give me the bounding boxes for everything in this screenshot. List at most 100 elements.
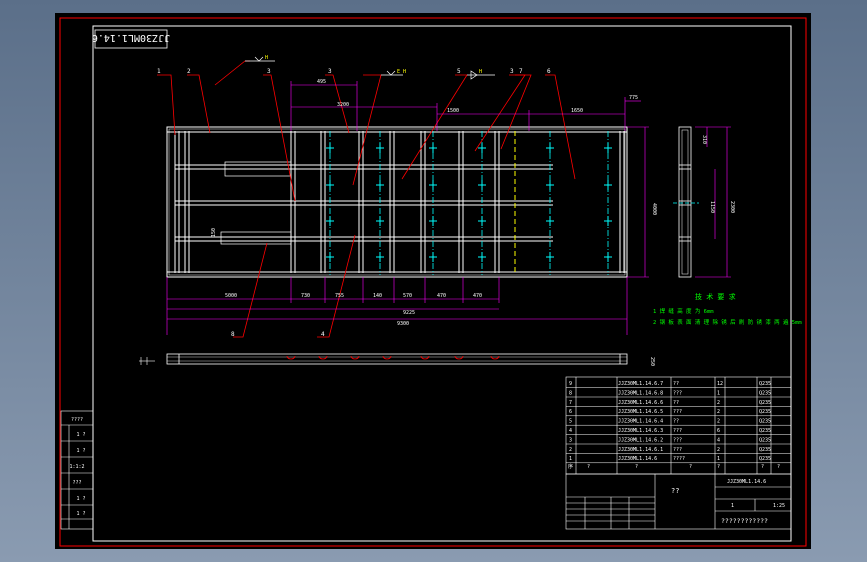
leader-label-4: 4 xyxy=(321,331,325,338)
bom-cell-no: 1 xyxy=(569,456,572,462)
centerlines xyxy=(329,131,609,275)
hole-cross-4-0 xyxy=(546,143,554,153)
hole-cross-3-1 xyxy=(478,180,486,190)
bom-header-code: ? xyxy=(587,464,590,470)
dim-overall-1: 9225 xyxy=(403,310,415,316)
dim-left-small: 150 xyxy=(211,228,217,237)
hole-cross-4-2 xyxy=(546,216,554,226)
hole-cross-3-0 xyxy=(478,143,486,153)
hole-cross-4-1 xyxy=(546,180,554,190)
hole-cross-1-1 xyxy=(376,180,384,190)
dim-bottom-3: 140 xyxy=(373,293,382,299)
bom-header-mat: ? xyxy=(717,464,720,470)
hole-cross-2-3 xyxy=(429,252,437,262)
side-view xyxy=(678,126,692,278)
hole-cross-0-1 xyxy=(326,180,334,190)
cad-drawing: JJZ30ML1.14.6 ???? 1 ? 1 ? 1:1:2 ??? 1 ?… xyxy=(59,17,807,547)
bom-cell-no: 4 xyxy=(569,428,572,434)
title-block-texts: ?? JJZ30ML1.14.6 1:25 1 ???????????? xyxy=(671,479,785,525)
left-strip-4: ??? xyxy=(72,480,81,486)
dim-bottom-1: 730 xyxy=(301,293,310,299)
section-left-marker xyxy=(139,357,155,365)
tech-title: 技 术 要 求 xyxy=(695,292,736,301)
leader-label-3a: 3 xyxy=(267,68,271,75)
bom-cell-mat: Q235 xyxy=(759,437,771,443)
leader-labels: 1 2 3 3 3 4 5 6 7 8 xyxy=(157,68,551,338)
hole-crosses xyxy=(326,143,612,262)
cad-viewport[interactable]: JJZ30ML1.14.6 ???? 1 ? 1 ? 1:1:2 ??? 1 ?… xyxy=(55,13,811,549)
bom-cell-mat: Q235 xyxy=(759,390,771,396)
bom-cell-code: JJZ30ML1.14.6 xyxy=(618,456,657,462)
bom-cell-mat: Q235 xyxy=(759,400,771,406)
bom-cell-name: ???? xyxy=(673,456,685,462)
dim-overall-2: 9300 xyxy=(397,321,409,327)
bom-cell-name: ??? xyxy=(673,437,682,443)
hole-cross-2-2 xyxy=(429,216,437,226)
hole-cross-0-0 xyxy=(326,143,334,153)
dim-bottom-2: 755 xyxy=(335,293,344,299)
title-part-name: ?? xyxy=(671,487,679,495)
bom-cell-qty: 1 xyxy=(717,390,720,396)
bom-cell-code: JJZ30ML1.14.6.8 xyxy=(618,390,663,396)
bom-header-name: ? xyxy=(635,464,638,470)
bom-cell-mat: Q235 xyxy=(759,419,771,425)
bom-cell-no: 9 xyxy=(569,381,572,387)
drawing-code-box: JJZ30ML1.14.6 xyxy=(92,29,170,49)
dim-bottom-4: 570 xyxy=(403,293,412,299)
bom-header-note: ? xyxy=(777,464,780,470)
hole-cross-2-1 xyxy=(429,180,437,190)
bom-cell-qty: 2 xyxy=(717,447,720,453)
title-company: ???????????? xyxy=(721,517,768,525)
bom-cell-no: 8 xyxy=(569,390,572,396)
dim-section-height: 250 xyxy=(649,357,655,366)
left-strip-2: 1 ? xyxy=(76,448,85,454)
bom-cell-code: JJZ30ML1.14.6.2 xyxy=(618,437,663,443)
bom-cell-qty: 2 xyxy=(717,400,720,406)
tech-requirements: 技 术 要 求 1 焊 缝 高 度 为 6mm 2 钢 板 表 面 清 理 除 … xyxy=(653,292,802,326)
bom-cell-code: JJZ30ML1.14.6.3 xyxy=(618,428,663,434)
bom-cell-qty: 6 xyxy=(717,428,720,434)
bom-cell-name: ??? xyxy=(673,409,682,415)
left-strip-labels: ???? 1 ? 1 ? 1:1:2 ??? 1 ? 1 ? xyxy=(69,417,85,517)
bom-cell-mat: Q235 xyxy=(759,456,771,462)
bom-header-row: 序 ? ? ? ? ? ? xyxy=(568,463,780,470)
bom-header-no: 序 xyxy=(568,463,573,470)
left-strip-5: 1 ? xyxy=(76,496,85,502)
dimension-texts: 495 3200 1500 1650 775 5000 730 755 140 … xyxy=(211,79,735,366)
drawing-code: JJZ30ML1.14.6 xyxy=(92,32,170,43)
leader-lines xyxy=(157,60,576,338)
bom-cell-code: JJZ30ML1.14.6.6 xyxy=(618,400,663,406)
leader-label-3b: 3 xyxy=(328,68,332,75)
dim-side-view-2: 2300 xyxy=(729,201,735,213)
bom-cell-mat: Q235 xyxy=(759,447,771,453)
leader-label-2: 2 xyxy=(187,68,191,75)
title-sheet: 1 xyxy=(731,503,734,509)
bom-cell-no: 5 xyxy=(569,419,572,425)
bom-cell-qty: 12 xyxy=(717,381,723,387)
tech-line-1: 1 焊 缝 高 度 为 6mm xyxy=(653,307,714,315)
bom-cell-qty: 1 xyxy=(717,456,720,462)
hole-cross-2-0 xyxy=(429,143,437,153)
weld-symbols xyxy=(245,56,495,80)
leader-label-1: 1 xyxy=(157,68,161,75)
hole-cross-5-3 xyxy=(604,252,612,262)
dimension-lines xyxy=(166,81,731,335)
hole-cross-3-3 xyxy=(478,252,486,262)
dim-bottom-0: 5000 xyxy=(225,293,237,299)
bom-cell-qty: 2 xyxy=(717,409,720,415)
hole-cross-3-2 xyxy=(478,216,486,226)
left-strip-0: ???? xyxy=(71,417,83,423)
hole-cross-1-2 xyxy=(376,216,384,226)
bom-header-wt: ? xyxy=(761,464,764,470)
dim-side-height: 4000 xyxy=(651,203,657,215)
bom-cell-no: 3 xyxy=(569,437,572,443)
title-drawing-no: JJZ30ML1.14.6 xyxy=(727,479,766,485)
bom-cell-name: ?? xyxy=(673,381,679,387)
hole-cross-5-1 xyxy=(604,180,612,190)
sheet-border xyxy=(59,17,807,547)
bom-cell-mat: Q235 xyxy=(759,428,771,434)
weld-symbol-labels: H E H H xyxy=(265,55,482,75)
weld-label-1: H xyxy=(265,55,268,61)
bom-cell-name: ?? xyxy=(673,419,679,425)
bom-cell-qty: 4 xyxy=(717,437,720,443)
